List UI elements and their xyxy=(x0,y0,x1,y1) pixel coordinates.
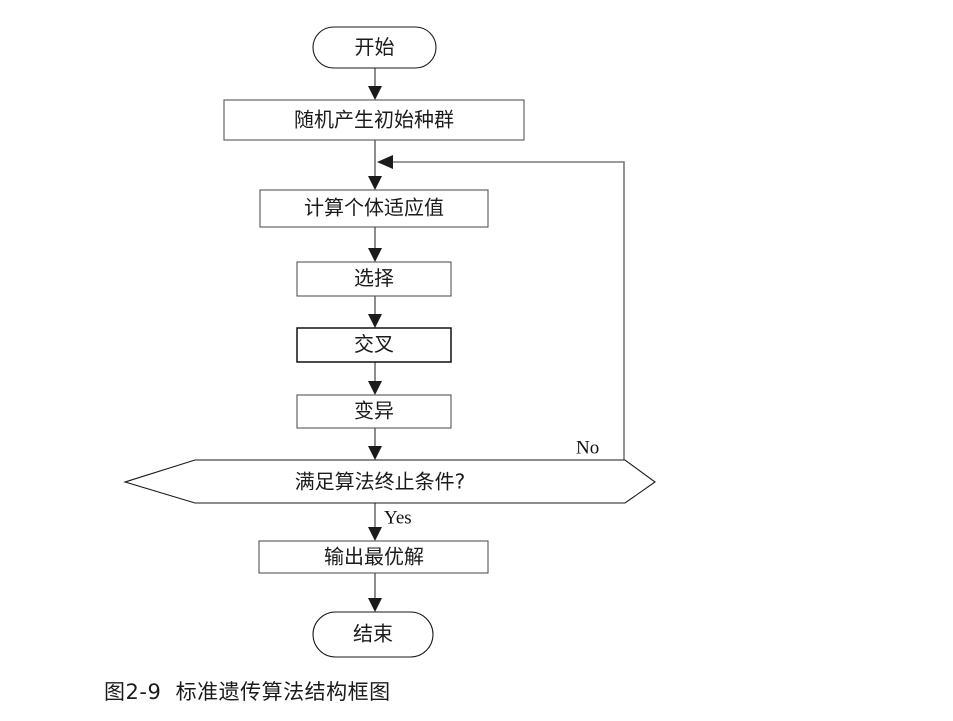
node-crossover-label: 交叉 xyxy=(354,332,394,356)
node-output: 输出最优解 xyxy=(258,540,489,574)
branch-label-no: No xyxy=(576,437,599,458)
edge-selection-to-crossover xyxy=(368,296,382,328)
figure-caption: 图2-9 标准遗传算法结构框图 xyxy=(104,680,391,704)
node-fitness-label: 计算个体适应值 xyxy=(304,196,444,220)
node-mutation: 变异 xyxy=(296,394,452,429)
node-init-population: 随机产生初始种群 xyxy=(223,99,525,141)
node-mutation-label: 变异 xyxy=(354,399,394,423)
node-start: 开始 xyxy=(312,26,437,69)
node-init-population-label: 随机产生初始种群 xyxy=(294,108,454,132)
edge-fitness-to-selection xyxy=(368,227,382,262)
edge-crossover-to-mutation xyxy=(368,362,382,395)
node-crossover: 交叉 xyxy=(296,327,452,363)
edge-decision-yes-to-output xyxy=(368,503,382,541)
node-start-label: 开始 xyxy=(355,35,395,59)
node-selection: 选择 xyxy=(296,261,452,297)
node-selection-label: 选择 xyxy=(354,266,394,290)
node-fitness: 计算个体适应值 xyxy=(259,189,489,228)
edge-init-to-fitness xyxy=(368,140,382,190)
edge-decision-no-feedback-loop xyxy=(377,155,625,482)
node-end: 结束 xyxy=(312,611,434,658)
node-output-label: 输出最优解 xyxy=(324,545,424,569)
node-decision: 满足算法终止条件? xyxy=(123,459,656,504)
edge-mutation-to-decision xyxy=(368,428,382,460)
node-decision-label: 满足算法终止条件? xyxy=(295,470,466,494)
edge-output-to-end xyxy=(368,573,382,612)
branch-label-yes: Yes xyxy=(384,507,412,528)
edge-start-to-init xyxy=(368,67,382,100)
node-end-label: 结束 xyxy=(353,622,393,646)
